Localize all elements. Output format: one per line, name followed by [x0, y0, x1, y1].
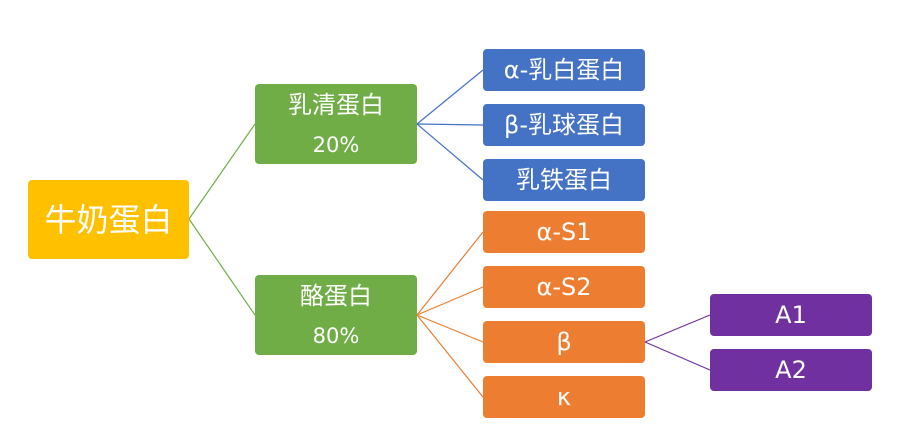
node-casein: 酪蛋白 80% [255, 275, 417, 355]
edge-beta-a2 [644, 341, 711, 371]
edge-whey-beta-lactoglobulin [416, 123, 484, 126]
edge-whey-alpha-lactalbumin [416, 69, 484, 125]
node-percent: 80% [312, 323, 360, 348]
node-label: β-乳球蛋白 [504, 111, 624, 139]
node-a2: A2 [710, 349, 872, 391]
edge-whey-lactoferrin [416, 123, 484, 181]
node-label: β [556, 328, 572, 356]
edge-root-casein [188, 218, 256, 316]
node-label: 乳清蛋白 [288, 90, 384, 119]
node-label: 乳铁蛋白 [516, 166, 612, 194]
node-alpha-lactalbumin: α-乳白蛋白 [483, 49, 645, 91]
node-label: 酪蛋白 [300, 281, 372, 310]
node-label: A2 [775, 356, 807, 384]
node-label: α-乳白蛋白 [503, 56, 625, 84]
node-beta-casein: β [483, 321, 645, 363]
edge-casein-beta [416, 314, 484, 343]
node-milk-protein: 牛奶蛋白 [28, 180, 189, 259]
node-beta-lactoglobulin: β-乳球蛋白 [483, 104, 645, 146]
node-label: α-S1 [536, 218, 592, 246]
edge-casein-alpha-s2 [416, 286, 484, 316]
edge-beta-a1 [644, 314, 711, 343]
node-label: A1 [775, 301, 807, 329]
node-lactoferrin: 乳铁蛋白 [483, 159, 645, 201]
node-label: α-S2 [536, 273, 592, 301]
node-alpha-s1: α-S1 [483, 211, 645, 253]
node-a1: A1 [710, 294, 872, 336]
node-alpha-s2: α-S2 [483, 266, 645, 308]
node-percent: 20% [312, 132, 360, 157]
node-label: κ [556, 383, 572, 411]
edge-root-whey [188, 123, 256, 220]
node-kappa-casein: κ [483, 376, 645, 418]
edge-casein-alpha-s1 [416, 231, 484, 316]
node-whey-protein: 乳清蛋白 20% [255, 84, 417, 164]
node-label: 牛奶蛋白 [44, 200, 173, 239]
edge-casein-kappa [416, 314, 484, 398]
